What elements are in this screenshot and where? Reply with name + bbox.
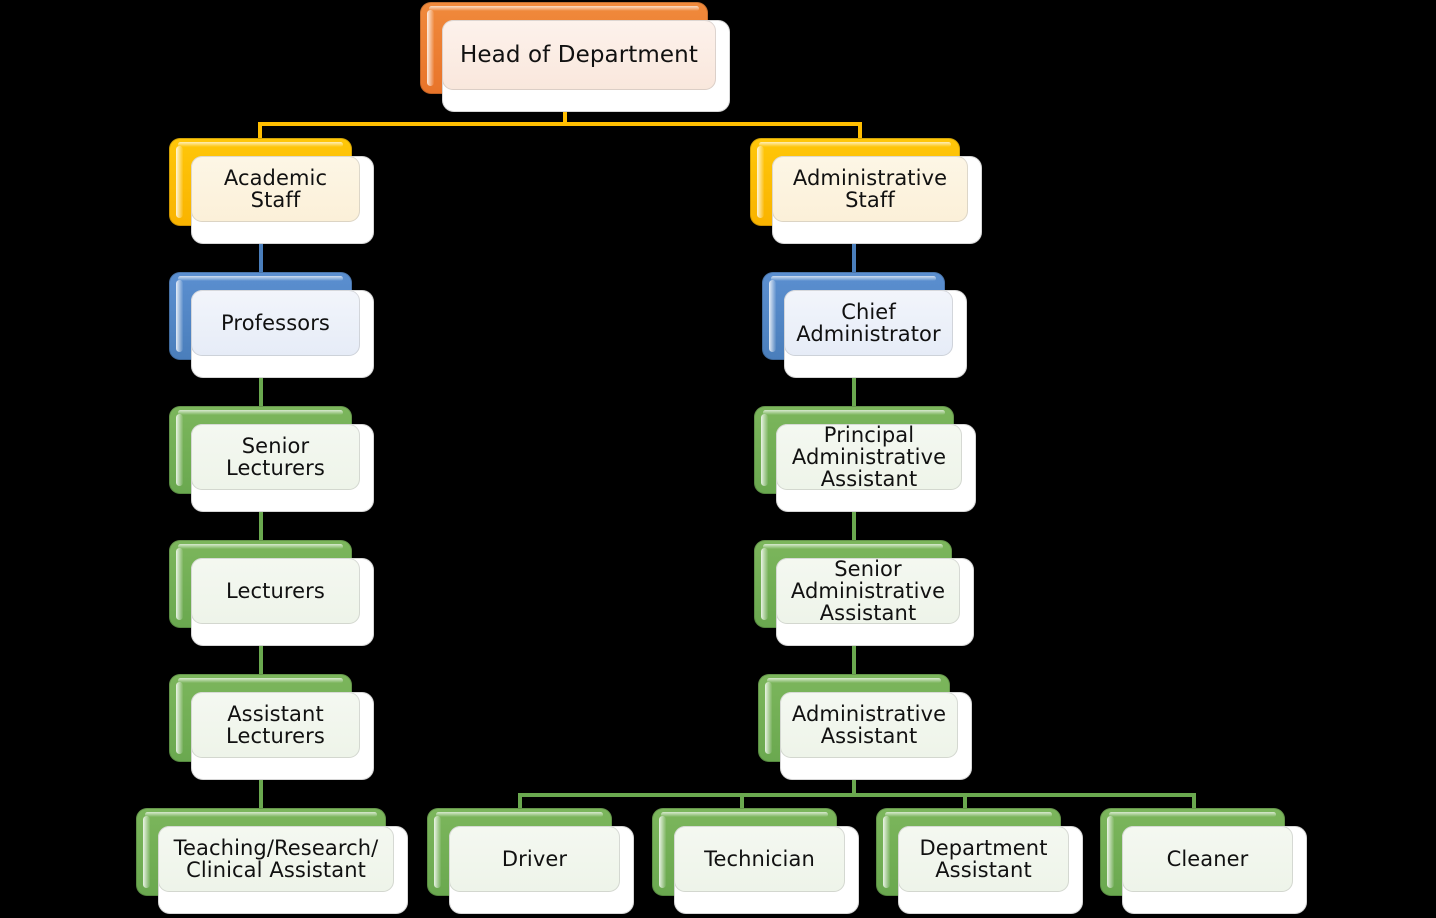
node-label: Chief Administrator [796, 299, 941, 346]
node-label: Professors [221, 310, 330, 335]
node-panel: Cleaner [1122, 826, 1293, 892]
node-card: Senior Lecturers [191, 424, 374, 512]
node-label: Head of Department [460, 41, 698, 68]
node-card: Technician [674, 826, 859, 914]
node-head-of-department[interactable]: Head of Department [420, 2, 730, 112]
node-cleaner[interactable]: Cleaner [1100, 808, 1307, 914]
node-panel: Academic Staff [191, 156, 360, 222]
node-card: Principal Administrative Assistant [776, 424, 976, 512]
node-chief-administrator[interactable]: Chief Administrator [762, 272, 967, 378]
node-panel: Chief Administrator [784, 290, 953, 356]
connector-head-to-academic [258, 122, 262, 144]
connector-bus-to-technician [740, 793, 744, 815]
node-teaching-research-clinical-assistant[interactable]: Teaching/Research/ Clinical Assistant [136, 808, 408, 914]
node-card: Administrative Staff [772, 156, 982, 244]
node-professors[interactable]: Professors [169, 272, 374, 378]
node-panel: Senior Administrative Assistant [776, 558, 960, 624]
node-panel: Department Assistant [898, 826, 1069, 892]
connector-bus-to-departmentassistant [963, 793, 967, 815]
connector-senioradmin-to-adminassistant [852, 643, 856, 685]
node-administrative-assistant[interactable]: Administrative Assistant [758, 674, 972, 780]
node-panel: Teaching/Research/ Clinical Assistant [158, 826, 394, 892]
connector-bottom-bus [518, 793, 1196, 797]
connector-head-bus [258, 122, 862, 126]
node-label: Driver [501, 846, 568, 871]
node-label: Senior Administrative Assistant [790, 556, 946, 626]
node-label: Lecturers [226, 578, 325, 603]
node-panel: Professors [191, 290, 360, 356]
node-card: Cleaner [1122, 826, 1307, 914]
node-panel: Administrative Assistant [780, 692, 958, 758]
connector-principaladmin-to-senioradmin [852, 505, 856, 547]
connector-bus-to-cleaner [1192, 793, 1196, 815]
node-panel: Head of Department [442, 20, 716, 90]
node-label: Senior Lecturers [226, 433, 325, 480]
node-label: Administrative Staff [792, 165, 948, 212]
connector-lecturers-to-assistantlecturers [259, 643, 263, 685]
node-card: Academic Staff [191, 156, 374, 244]
node-senior-administrative-assistant[interactable]: Senior Administrative Assistant [754, 540, 974, 646]
node-label: Academic Staff [223, 165, 328, 212]
node-panel: Administrative Staff [772, 156, 968, 222]
node-label: Teaching/Research/ Clinical Assistant [173, 835, 379, 882]
connector-professors-to-seniorlecturers [259, 372, 263, 412]
connector-head-stem [563, 100, 567, 125]
node-panel: Senior Lecturers [191, 424, 360, 490]
node-academic-staff[interactable]: Academic Staff [169, 138, 374, 244]
node-card: Assistant Lecturers [191, 692, 374, 780]
node-panel: Principal Administrative Assistant [776, 424, 962, 490]
node-lecturers[interactable]: Lecturers [169, 540, 374, 646]
node-label: Assistant Lecturers [226, 701, 325, 748]
node-card: Department Assistant [898, 826, 1083, 914]
connector-adminassistant-stem [852, 778, 856, 796]
node-panel: Technician [674, 826, 845, 892]
node-panel: Assistant Lecturers [191, 692, 360, 758]
node-assistant-lecturers[interactable]: Assistant Lecturers [169, 674, 374, 780]
connector-academic-to-professors [259, 238, 263, 280]
connector-head-to-admin [858, 122, 862, 144]
node-card: Head of Department [442, 20, 730, 112]
connector-bus-to-driver [518, 793, 522, 815]
node-panel: Driver [449, 826, 620, 892]
node-label: Cleaner [1166, 846, 1249, 871]
node-label: Technician [704, 846, 815, 871]
node-label: Administrative Assistant [791, 701, 947, 748]
node-card: Teaching/Research/ Clinical Assistant [158, 826, 408, 914]
connector-assistantlecturers-to-teaching [259, 778, 263, 814]
node-driver[interactable]: Driver [427, 808, 634, 914]
node-panel: Lecturers [191, 558, 360, 624]
node-principal-administrative-assistant[interactable]: Principal Administrative Assistant [754, 406, 976, 512]
connector-admin-to-chiefadmin [852, 238, 856, 280]
node-department-assistant[interactable]: Department Assistant [876, 808, 1083, 914]
node-card: Driver [449, 826, 634, 914]
node-label: Department Assistant [919, 835, 1048, 882]
node-technician[interactable]: Technician [652, 808, 859, 914]
connector-chiefadmin-to-principaladmin [852, 372, 856, 412]
node-card: Chief Administrator [784, 290, 967, 378]
node-administrative-staff[interactable]: Administrative Staff [750, 138, 982, 244]
node-senior-lecturers[interactable]: Senior Lecturers [169, 406, 374, 512]
node-card: Professors [191, 290, 374, 378]
node-card: Administrative Assistant [780, 692, 972, 780]
node-card: Senior Administrative Assistant [776, 558, 974, 646]
node-card: Lecturers [191, 558, 374, 646]
node-label: Principal Administrative Assistant [791, 422, 947, 492]
connector-seniorlecturers-to-lecturers [259, 505, 263, 547]
